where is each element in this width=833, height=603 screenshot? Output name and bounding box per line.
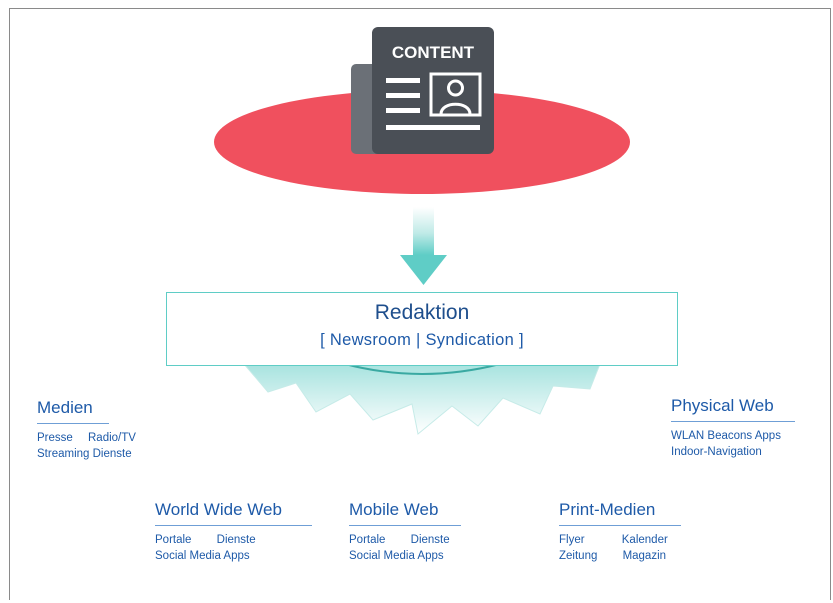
channel-item: Magazin — [622, 550, 667, 562]
channel-item: Social Media Apps — [349, 550, 444, 562]
frame-border — [9, 8, 831, 600]
channel-title: World Wide Web — [155, 500, 312, 526]
channel-item: Portale — [349, 534, 386, 546]
channel-item: Dienste — [410, 534, 450, 546]
channel-item: Social Media Apps — [155, 550, 250, 562]
channel-item: Kalender — [621, 534, 668, 546]
channel-print-medien: Print-Medien Flyer Kalender Zeitung Maga… — [559, 500, 681, 564]
channel-physical-web: Physical Web WLAN Beacons Apps Indoor-Na… — [671, 396, 795, 460]
redaktion-box: Redaktion [ Newsroom | Syndication ] — [166, 292, 678, 366]
channel-item: Portale — [155, 534, 192, 546]
down-arrow-icon — [400, 207, 447, 285]
channel-title: Print-Medien — [559, 500, 681, 526]
redaktion-title: Redaktion — [374, 301, 470, 324]
channel-world-wide-web: World Wide Web Portale Dienste Social Me… — [155, 500, 312, 564]
channel-title: Mobile Web — [349, 500, 461, 526]
channel-mobile-web: Mobile Web Portale Dienste Social Media … — [349, 500, 461, 564]
channel-title: Physical Web — [671, 396, 795, 422]
channel-item: Dienste — [216, 534, 256, 546]
channel-item: Streaming Dienste — [37, 448, 132, 460]
channel-item: Zeitung — [559, 550, 598, 562]
content-label: CONTENT — [392, 43, 475, 62]
channel-item: WLAN Beacons Apps — [671, 430, 781, 442]
channel-title: Medien — [37, 398, 109, 424]
distribution-gear — [242, 363, 601, 435]
redaktion-subtitle: [ Newsroom | Syndication ] — [320, 331, 524, 349]
channel-item: Flyer — [559, 534, 585, 546]
channel-item: Presse — [37, 432, 73, 444]
newspaper-profile-icon — [351, 27, 494, 154]
channel-item: Radio/TV — [88, 432, 136, 444]
channel-item: Indoor-Navigation — [671, 446, 762, 458]
channel-medien: Medien Presse Radio/TV Streaming Dienste — [37, 398, 136, 462]
